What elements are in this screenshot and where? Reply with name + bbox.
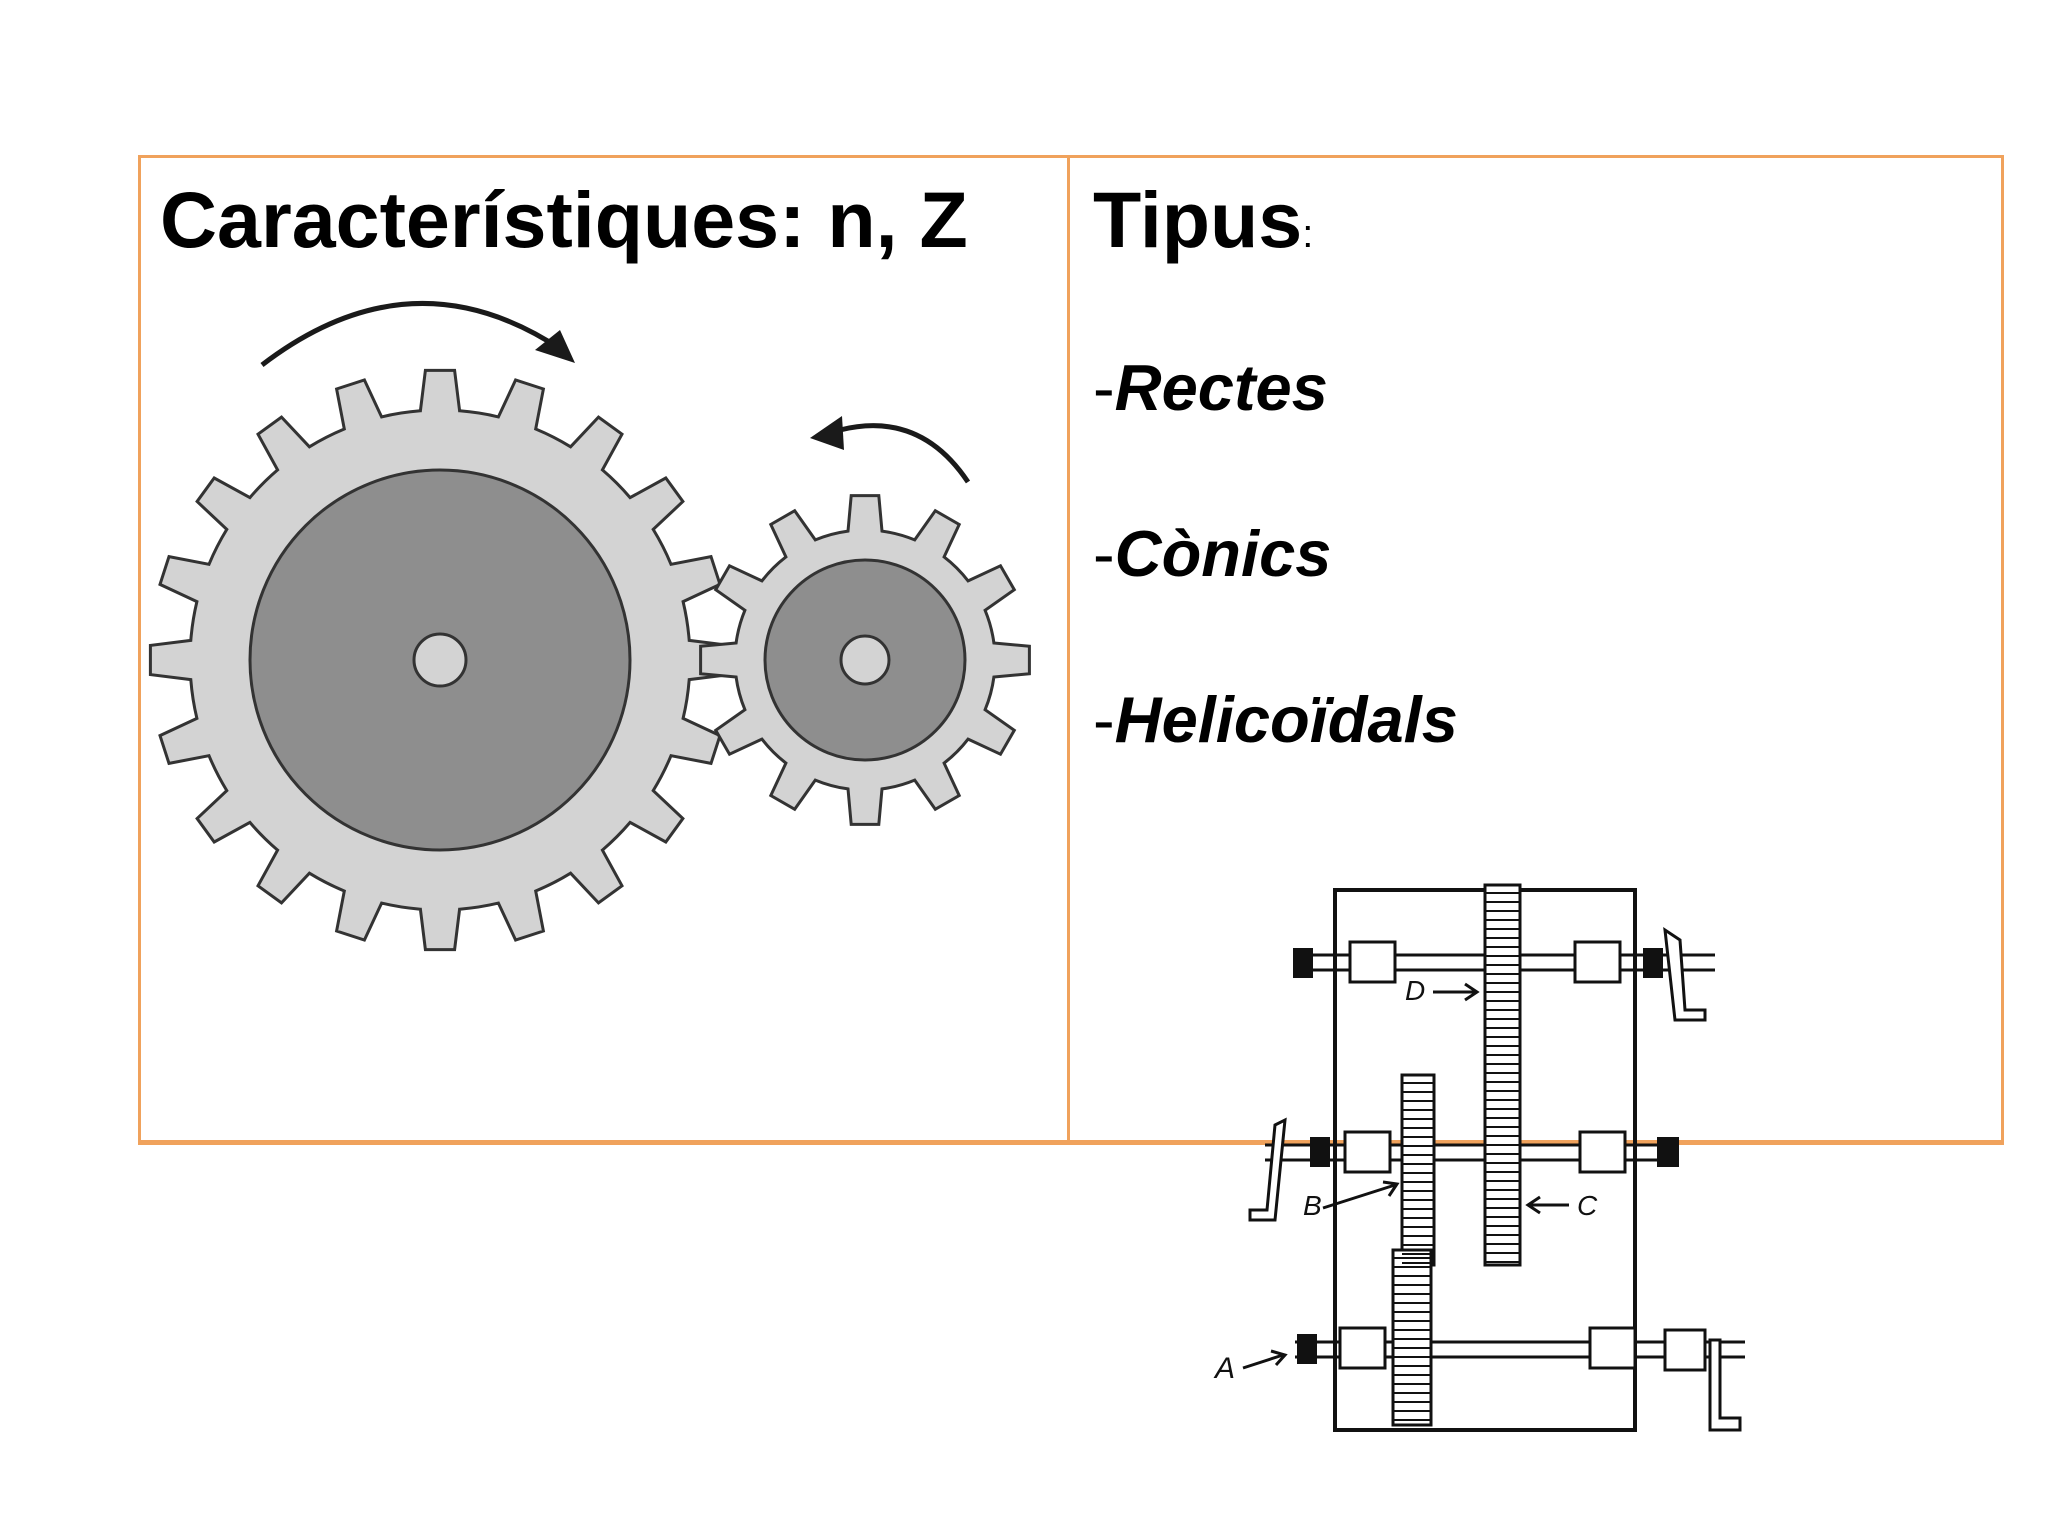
gear-hatching bbox=[1393, 892, 1520, 1421]
gear-a bbox=[1391, 1248, 1433, 1427]
small-gear-arrowhead bbox=[810, 416, 844, 450]
arrow-d bbox=[1433, 982, 1480, 1002]
type-label: Cònics bbox=[1114, 517, 1332, 590]
column-divider bbox=[1067, 155, 1070, 1145]
gearbox-label-b: B bbox=[1303, 1190, 1322, 1221]
bottom-shaft bbox=[1295, 1326, 1745, 1432]
top-crank-handle bbox=[1663, 926, 1707, 1022]
arrow-c bbox=[1525, 1195, 1569, 1215]
type-label: Rectes bbox=[1114, 351, 1328, 424]
gear-train-sketch: D B C A bbox=[1213, 883, 1745, 1432]
bottom-crank-handle bbox=[1708, 1338, 1742, 1432]
small-gear-axle-hole bbox=[839, 634, 891, 686]
gearbox-label-d: D bbox=[1405, 975, 1425, 1006]
arrow-a bbox=[1242, 1349, 1288, 1370]
gearbox-label-a: A bbox=[1213, 1352, 1235, 1385]
types-title-text: Tipus bbox=[1093, 175, 1303, 264]
top-shaft bbox=[1293, 926, 1715, 1022]
small-gear-rotation-arrow bbox=[839, 423, 971, 484]
gearbox-label-c: C bbox=[1577, 1190, 1598, 1221]
middle-shaft bbox=[1248, 1117, 1679, 1222]
type-item-rectes: -Rectes bbox=[1093, 355, 1458, 521]
type-dash: - bbox=[1093, 351, 1115, 424]
middle-crank-handle bbox=[1248, 1117, 1287, 1222]
types-title: Tipus: bbox=[1093, 180, 1313, 259]
characteristics-title: Característiques: n, Z bbox=[160, 175, 968, 264]
types-title-colon: : bbox=[1302, 212, 1314, 256]
type-item-helicoidals: -Helicoïdals bbox=[1093, 687, 1458, 853]
type-label: Helicoïdals bbox=[1114, 683, 1458, 756]
gear-b bbox=[1400, 1073, 1436, 1267]
table-frame bbox=[138, 155, 2004, 1145]
large-gear-axle-hole bbox=[412, 632, 468, 688]
type-item-conics: -Cònics bbox=[1093, 521, 1458, 687]
large-gear bbox=[148, 368, 732, 952]
large-gear-arrowhead bbox=[535, 330, 575, 363]
types-list: -Rectes -Cònics -Helicoïdals bbox=[1093, 355, 1458, 853]
arrow-b bbox=[1322, 1180, 1400, 1210]
meshing-gears-illustration bbox=[148, 301, 1031, 952]
small-gear bbox=[699, 494, 1031, 826]
type-dash: - bbox=[1093, 517, 1115, 590]
type-dash: - bbox=[1093, 683, 1115, 756]
large-gear-rotation-arrow bbox=[260, 301, 564, 367]
gear-c bbox=[1483, 883, 1522, 1267]
